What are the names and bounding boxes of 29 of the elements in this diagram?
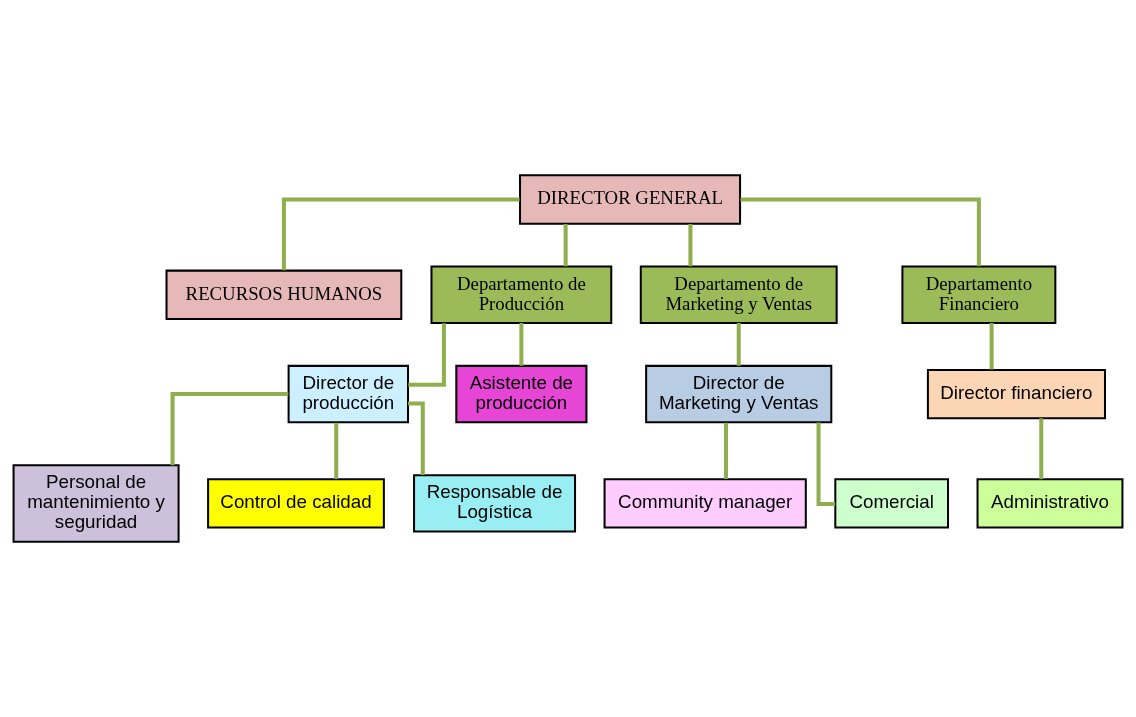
connector <box>1039 418 1044 480</box>
node-box: Director financiero <box>926 368 1106 420</box>
node-box: Departamento Financiero <box>901 265 1057 324</box>
connector <box>281 197 520 271</box>
node-box: Personal de mantenimiento y seguridad <box>12 464 180 543</box>
connector <box>334 422 339 479</box>
connector <box>723 422 728 479</box>
node-box: DIRECTOR GENERAL <box>519 174 742 225</box>
node-box: Director de Marketing y Ventas <box>645 364 833 424</box>
node-box: Comercial <box>834 478 950 529</box>
node-box: Responsable de Logística <box>413 474 577 533</box>
node-box: Departamento de Marketing y Ventas <box>639 265 838 324</box>
connector <box>170 392 289 466</box>
node-box: Control de calidad <box>207 478 385 529</box>
node-box: Director de producción <box>287 364 409 424</box>
connector <box>563 224 568 267</box>
node-box: Departamento de Producción <box>430 265 613 324</box>
connector <box>740 197 981 267</box>
node-box: Community manager <box>603 478 807 529</box>
connector <box>736 322 741 366</box>
connector <box>408 323 446 387</box>
connector <box>989 322 994 370</box>
connector <box>408 401 425 475</box>
node-box: Asistente de producción <box>455 364 588 424</box>
node-box: RECURSOS HUMANOS <box>165 269 403 320</box>
connector <box>816 422 836 507</box>
connector <box>688 224 693 267</box>
connector <box>519 322 524 366</box>
node-box: Administrativo <box>976 478 1124 529</box>
